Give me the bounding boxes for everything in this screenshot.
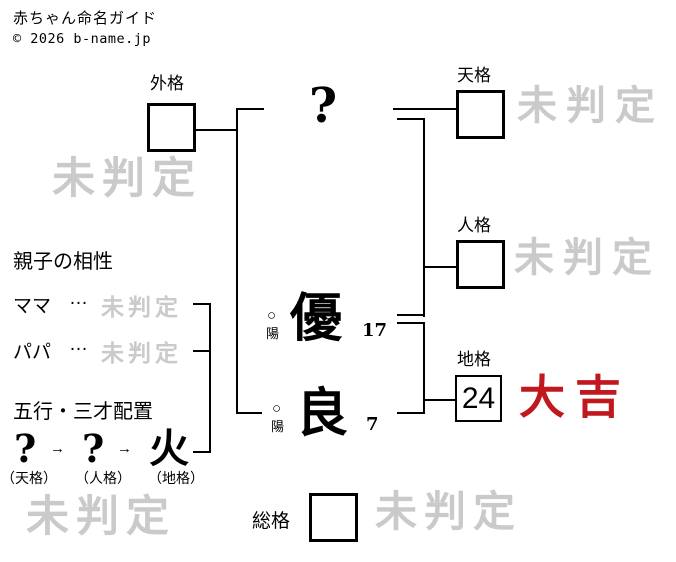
- gogyo-sub-jinkaku: （人格）: [75, 470, 131, 486]
- chikaku-value: 24: [461, 381, 496, 415]
- connector-line: [423, 322, 425, 414]
- bracket-line: [193, 303, 209, 305]
- char1-strokes: 17: [362, 320, 388, 341]
- page-title: 赤ちゃん命名ガイド: [13, 10, 158, 27]
- gaikaku-label: 外格: [150, 74, 184, 93]
- papa-dots: …: [69, 334, 88, 355]
- connector-line: [393, 108, 456, 110]
- char2-element: 陽: [271, 419, 285, 434]
- connector-line: [423, 266, 456, 268]
- mama-label: ママ: [13, 296, 52, 317]
- papa-label: パパ: [13, 342, 52, 363]
- char1-element: 陽: [266, 326, 280, 341]
- soukaku-result: 未判定: [375, 487, 523, 536]
- soukaku-label: 総格: [252, 511, 291, 532]
- connector-line: [397, 314, 425, 316]
- jinkaku-label: 人格: [457, 216, 491, 235]
- gaikaku-box: [147, 103, 196, 152]
- gogyo-symbol-chikaku: 火: [149, 425, 189, 472]
- gogyo-title: 五行・三才配置: [13, 401, 153, 423]
- gogyo-symbol-jinkaku: ?: [82, 426, 105, 471]
- connector-line: [236, 108, 264, 110]
- gogyo-arrow: →: [117, 440, 132, 457]
- surname-char: ?: [309, 78, 338, 134]
- connector-line: [236, 108, 238, 414]
- gaikaku-result: 未判定: [52, 154, 202, 204]
- char2-mark: ○: [272, 400, 282, 417]
- given-char-1: 優: [290, 288, 343, 349]
- bracket-line: [209, 303, 211, 453]
- soukaku-box: [309, 493, 358, 542]
- tenkaku-result: 未判定: [517, 82, 664, 129]
- connector-line: [423, 118, 425, 317]
- papa-result: 未判定: [101, 340, 182, 367]
- gogyo-sub-chikaku: （地格）: [148, 470, 204, 486]
- connector-line: [397, 322, 425, 324]
- chikaku-label: 地格: [457, 350, 491, 369]
- given-char-2: 良: [296, 383, 349, 444]
- copyright-text: © 2026 b-name.jp: [13, 31, 152, 47]
- chikaku-box: 24: [455, 375, 502, 422]
- connector-line: [397, 412, 425, 414]
- bracket-line: [193, 350, 209, 352]
- connector-line: [423, 399, 455, 401]
- compatibility-title: 親子の相性: [13, 251, 113, 273]
- connector-line: [196, 129, 238, 131]
- gogyo-result: 未判定: [26, 492, 176, 542]
- gogyo-symbol-tenkaku: ?: [14, 426, 37, 471]
- char1-mark: ○: [267, 307, 277, 324]
- connector-line: [236, 412, 262, 414]
- chikaku-result: 大吉: [519, 370, 631, 424]
- gogyo-arrow: →: [50, 440, 65, 457]
- jinkaku-box: [456, 240, 505, 289]
- char2-strokes: 7: [366, 414, 379, 435]
- bracket-line: [193, 451, 211, 453]
- mama-dots: …: [69, 288, 88, 309]
- jinkaku-result: 未判定: [514, 234, 661, 281]
- mama-result: 未判定: [101, 294, 182, 321]
- gogyo-sub-tenkaku: （天格）: [1, 470, 57, 486]
- tenkaku-label: 天格: [457, 66, 491, 85]
- connector-line: [397, 118, 425, 120]
- tenkaku-box: [456, 90, 505, 139]
